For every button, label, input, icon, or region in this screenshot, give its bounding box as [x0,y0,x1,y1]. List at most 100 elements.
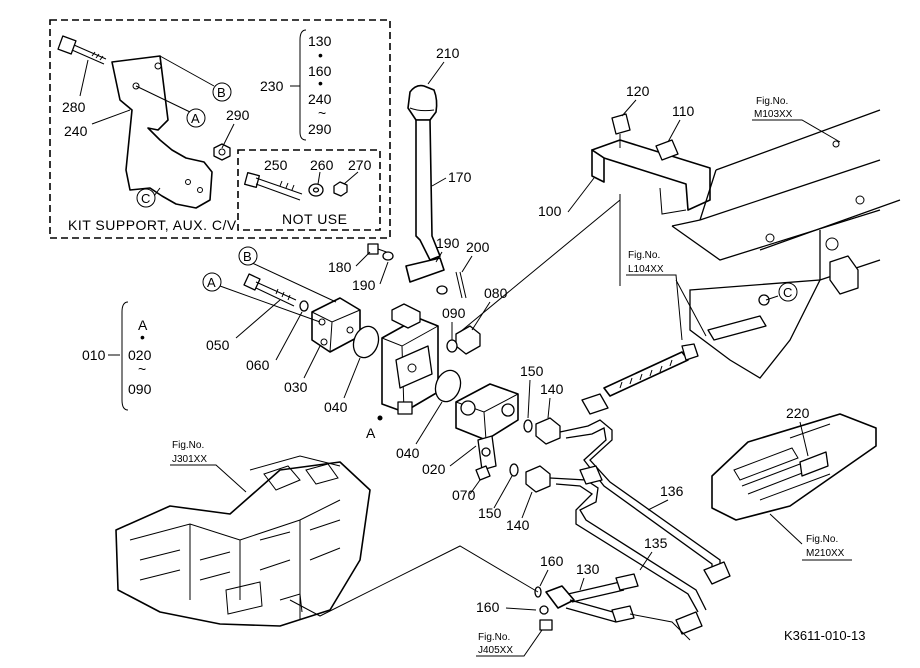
callout-030: 030 [284,379,308,395]
letter-a: A [191,111,200,126]
bolt-250 [244,172,303,201]
callout-150-b: 150 [478,505,502,521]
callout-040-b: 040 [396,445,420,461]
callout-020: 020 [422,461,446,477]
callout-135: 135 [644,535,668,551]
callout-190-b: 190 [436,235,460,251]
plug-070 [475,465,491,481]
nut-270 [333,181,348,197]
range-230-dot2: • [318,75,323,91]
threaded-rod [603,343,699,397]
callout-120: 120 [626,83,650,99]
letter-a-left: A [207,275,216,290]
callout-190-a: 190 [352,277,376,293]
callout-050: 050 [206,337,230,353]
fig-j405-code: J405XX [478,645,513,656]
fig-l104-code: L104XX [628,264,664,275]
letter-c-right-circle [778,282,798,302]
fig-m210-code: M210XX [806,548,845,559]
range-010: 010 A • 020 ~ 090 [82,301,152,411]
callout-136: 136 [660,483,684,499]
pin-200 [455,271,467,299]
o-ring-150-b [509,463,519,477]
range-010-to: 090 [128,381,152,397]
callout-010: 010 [82,347,106,363]
letter-a-valve: A [366,425,376,441]
not-use-caption: NOT USE [282,211,347,227]
callout-210: 210 [436,45,460,61]
support-bracket-240 [111,55,213,209]
callout-260: 260 [310,157,334,173]
frame-l104 [689,255,859,379]
cover-plate-030 [311,297,361,353]
callout-140-a: 140 [540,381,564,397]
fig-m210-label: Fig.No. [806,534,838,545]
engine-j301 [115,455,371,627]
kit-support-box [49,19,391,239]
kit-support-caption: KIT SUPPORT, AUX. C/V [68,217,237,233]
callout-160-a: 160 [540,553,564,569]
letter-a-circle [186,108,206,128]
range-230-from: 130 [308,33,332,49]
callout-100: 100 [538,203,562,219]
callout-280: 280 [62,99,86,115]
frame-m103 [671,109,901,281]
hoses [549,393,731,635]
bracket-100 [591,139,711,215]
range-010-from: A [138,317,148,333]
callout-240: 240 [64,123,88,139]
fig-j405-label: Fig.No. [478,632,510,643]
callout-130: 130 [576,561,600,577]
letter-c-circle [136,188,156,208]
o-ring-150-a [523,419,533,433]
washer-260 [308,183,324,197]
callout-180: 180 [328,259,352,275]
callout-220: 220 [786,405,810,421]
letter-b-left: B [243,249,252,264]
drawing-code: K3611-010-13 [784,628,865,643]
callout-160-b: 160 [476,599,500,615]
callout-250: 250 [264,157,288,173]
callout-270: 270 [348,157,372,173]
fitting-140-a [535,417,561,445]
washer-190 [382,251,394,261]
letter-a-left-circle [202,272,222,292]
letter-b-circle [212,82,232,102]
range-230-mid2: 240 [308,91,332,107]
lever-rod-170 [415,119,441,261]
bracket-hole [154,62,162,70]
fitting-120 [611,113,631,148]
kit-support-group: 280 240 290 B A C 250 260 270 NOT USE KI… [49,19,391,239]
range-230-dot1: • [318,47,323,63]
hose-130 [534,573,639,631]
range-230-mid1: 160 [308,63,332,79]
callout-140-b: 140 [506,517,530,533]
lever-assembly: 210 170 [405,45,472,283]
callout-080: 080 [484,285,508,301]
manifold-020 [455,383,519,471]
callout-110: 110 [672,103,695,119]
bracket-hole [197,187,203,193]
lever-fasteners: 180 190 190 200 [328,235,490,299]
fitting-110 [655,139,679,161]
callout-060: 060 [246,357,270,373]
fitting-080 [446,325,481,355]
panel-m210 [711,413,877,521]
control-valve: A [366,303,439,441]
callout-040-a: 040 [324,399,348,415]
range-010-dot: • [140,329,145,345]
letter-c-right: C [783,285,792,300]
washer-190b [436,285,448,295]
range-230: 230 130 • 160 • 240 ~ 290 [260,29,332,141]
range-010-mid: 020 [128,347,152,363]
letter-b-left-circle [238,246,258,266]
callout-200: 200 [466,239,490,255]
bolt-050 [243,273,309,312]
letter-b: B [217,85,226,100]
lever-knob-210 [407,84,438,121]
fig-l104-label: Fig.No. [628,250,660,261]
range-230-tilde: ~ [318,105,326,121]
range-230-to: 290 [308,121,332,137]
fig-m103-label: Fig.No. [756,96,788,107]
bolt-280 [57,35,107,65]
